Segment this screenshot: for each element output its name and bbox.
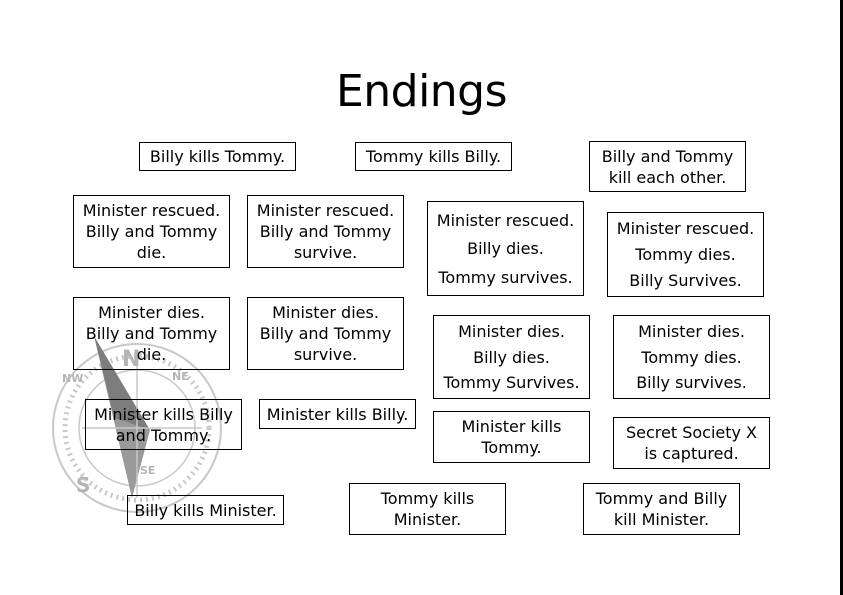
- ending-line: Minister dies.: [458, 321, 565, 341]
- ending-line: survive.: [293, 243, 358, 262]
- ending-line: Tommy Survives.: [443, 373, 580, 393]
- ending-line: Tommy kills: [380, 489, 475, 508]
- ending-line: Tommy kills Billy.: [365, 147, 502, 166]
- ending-line: Tommy dies.: [641, 347, 742, 367]
- ending-box-dies-both-die: Minister dies. Billy and Tommy die.: [73, 297, 230, 370]
- ending-box-dies-both-survive: Minister dies. Billy and Tommy survive.: [247, 297, 404, 370]
- ending-box-minister-kills-billy: Minister kills Billy.: [259, 399, 416, 429]
- ending-box-dies-tommy-dies: Minister dies. Tommy dies. Billy survive…: [613, 315, 770, 399]
- ending-box-rescued-billy-dies: Minister rescued. Billy dies. Tommy surv…: [427, 201, 584, 296]
- compass-nw-label: NW: [62, 372, 83, 385]
- ending-line: Minister kills Billy: [94, 404, 233, 424]
- ending-line: die.: [136, 243, 167, 262]
- ending-box-society-captured: Secret Society X is captured.: [613, 417, 770, 469]
- ending-line: kill Minister.: [613, 510, 710, 529]
- ending-line: Tommy survives.: [438, 267, 573, 287]
- compass-ne-label: NE: [172, 370, 189, 383]
- ending-line: Billy and Tommy: [85, 222, 218, 241]
- ending-line: Minister.: [393, 510, 462, 529]
- page-title: Endings: [335, 66, 508, 117]
- ending-box-rescued-both-survive: Minister rescued. Billy and Tommy surviv…: [247, 195, 404, 268]
- ending-line: Billy kills Tommy.: [149, 147, 286, 166]
- compass-watermark-icon: N S NE NW SE: [52, 336, 222, 513]
- ending-line: Billy and Tommy: [601, 146, 734, 166]
- right-edge-line: [840, 0, 843, 595]
- ending-line: Billy dies.: [467, 239, 544, 258]
- ending-box-rescued-tommy-dies: Minister rescued. Tommy dies. Billy Surv…: [607, 212, 764, 297]
- ending-line: Minister rescued.: [82, 201, 221, 220]
- compass-south-label: S: [76, 473, 90, 497]
- ending-line: Billy dies.: [473, 347, 550, 367]
- ending-box-minister-kills-both: Minister kills Billy and Tommy.: [85, 399, 242, 450]
- ending-line: kill each other.: [608, 167, 727, 187]
- ending-line: Minister dies.: [638, 321, 745, 341]
- ending-box-rescued-both-die: Minister rescued. Billy and Tommy die.: [73, 195, 230, 268]
- ending-box-tommy-kills-minister: Tommy kills Minister.: [349, 483, 506, 535]
- ending-line: Billy and Tommy: [259, 324, 392, 343]
- ending-line: Minister dies.: [98, 303, 205, 322]
- ending-line: Minister rescued.: [256, 201, 395, 220]
- ending-box-tommy-kills-billy: Tommy kills Billy.: [355, 142, 512, 171]
- ending-box-billy-kills-tommy: Billy kills Tommy.: [139, 142, 296, 171]
- ending-line: Minister rescued.: [616, 219, 755, 238]
- ending-line: survive.: [293, 345, 358, 364]
- ending-line: Minister kills Billy.: [266, 404, 409, 424]
- ending-box-minister-kills-tommy: Minister kills Tommy.: [433, 411, 590, 463]
- ending-line: Minister kills: [461, 417, 562, 436]
- ending-line: Billy Survives.: [629, 271, 742, 290]
- ending-box-both-kill-minister: Tommy and Billy kill Minister.: [583, 483, 740, 535]
- ending-line: Billy and Tommy: [259, 222, 392, 241]
- ending-line: die.: [136, 345, 167, 364]
- ending-line: Minister rescued.: [436, 210, 575, 230]
- ending-line: Tommy dies.: [635, 245, 736, 264]
- compass-se-label: SE: [140, 464, 155, 477]
- ending-line: and Tommy.: [115, 425, 212, 445]
- ending-box-billy-kills-minister: Billy kills Minister.: [127, 495, 284, 525]
- ending-line: Tommy.: [481, 438, 542, 457]
- ending-line: Billy kills Minister.: [134, 500, 277, 520]
- compass-north-label: N: [122, 347, 140, 372]
- ending-box-kill-each-other: Billy and Tommy kill each other.: [589, 141, 746, 192]
- ending-line: Billy and Tommy: [85, 324, 218, 343]
- ending-line: Minister dies.: [272, 303, 379, 322]
- ending-line: is captured.: [644, 444, 739, 463]
- ending-box-dies-billy-dies: Minister dies. Billy dies. Tommy Survive…: [433, 315, 590, 399]
- ending-line: Secret Society X: [625, 423, 758, 442]
- ending-line: Tommy and Billy: [595, 489, 728, 508]
- ending-line: Billy survives.: [636, 373, 747, 393]
